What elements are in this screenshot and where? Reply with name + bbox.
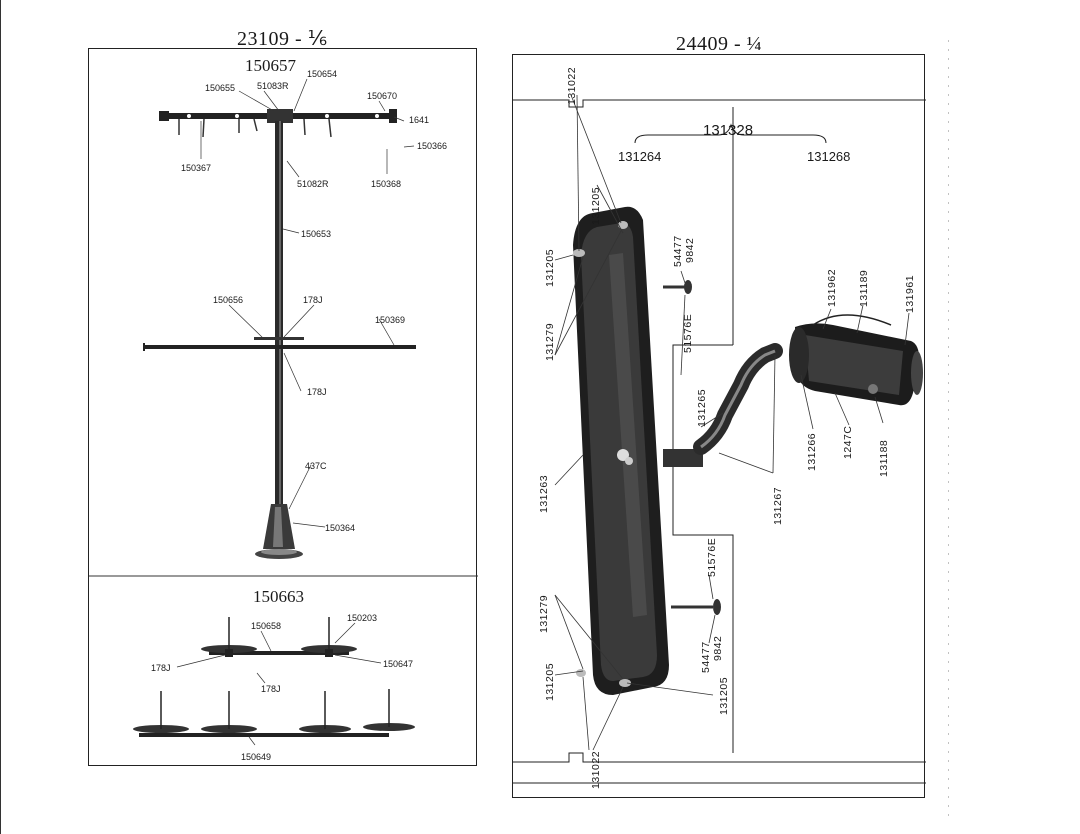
right-leader-lines xyxy=(554,94,910,751)
label-51083r: 51083R xyxy=(257,81,289,91)
label-1641: 1641 xyxy=(409,115,429,125)
label-178j-lower-center: 178J xyxy=(261,684,281,694)
label-150364: 150364 xyxy=(325,523,355,533)
spool-stand-middle-bar xyxy=(143,337,416,351)
label-131022-bottom: 131022 xyxy=(590,751,602,789)
label-150649: 150649 xyxy=(241,752,271,762)
label-51576e-upper: 51576E xyxy=(682,314,694,353)
four-spool-bar xyxy=(133,689,415,737)
left-figure-panel: 150655 51083R 150654 150670 1641 150366 … xyxy=(88,48,478,766)
label-131962: 131962 xyxy=(826,269,838,307)
label-131205-upper: 131205 xyxy=(590,187,602,225)
label-150369: 150369 xyxy=(375,315,405,325)
assembly-brace xyxy=(634,123,827,144)
label-150203: 150203 xyxy=(347,613,377,623)
label-150367: 150367 xyxy=(181,163,211,173)
label-131266: 131266 xyxy=(806,433,818,471)
label-131279-upper: 131279 xyxy=(544,323,556,361)
label-150368: 150368 xyxy=(371,179,401,189)
label-131263: 131263 xyxy=(538,475,550,513)
label-131205-right-lower: 131205 xyxy=(718,677,730,715)
label-9842-lower: 9842 xyxy=(712,636,724,661)
label-178j-middle: 178J xyxy=(307,387,327,397)
lower-part-number: 150663 xyxy=(253,587,304,606)
page-edge xyxy=(0,0,1,834)
label-51576e-lower: 51576E xyxy=(706,538,718,577)
label-131189: 131189 xyxy=(858,270,870,307)
spool-stand-crossbar xyxy=(159,109,397,138)
label-178j-lower-left: 178J xyxy=(151,663,171,673)
label-54477-upper: 54477 xyxy=(672,235,684,267)
label-150670: 150670 xyxy=(367,91,397,101)
label-131205-left-lower: 131205 xyxy=(544,663,556,701)
left-figure-title: 23109 - ⅙ xyxy=(237,28,328,50)
right-figure-panel: 131328 131264 131268 xyxy=(512,54,926,798)
label-9842-upper: 9842 xyxy=(684,238,696,263)
stand-part-number: 150657 xyxy=(245,56,297,75)
screw-upper xyxy=(663,280,692,294)
label-51082r: 51082R xyxy=(297,179,329,189)
stand-leader-lines xyxy=(200,78,415,528)
assembly-number: 131328 xyxy=(703,122,753,139)
screw-lower xyxy=(671,599,721,615)
lower-leader-lines xyxy=(176,622,382,746)
right-figure-drawing: 131328 131264 131268 xyxy=(513,67,926,789)
label-1247c: 1247C xyxy=(842,426,854,459)
oil-filter xyxy=(789,314,923,406)
label-150653: 150653 xyxy=(301,229,331,239)
right-figure-title: 24409 - ¼ xyxy=(676,33,763,55)
label-150658: 150658 xyxy=(251,621,281,631)
oil-pan xyxy=(573,206,669,695)
label-150366: 150366 xyxy=(417,141,447,151)
label-131188: 131188 xyxy=(878,440,890,477)
label-131961: 131961 xyxy=(904,275,916,313)
spool-stand-base xyxy=(255,504,303,559)
label-131265: 131265 xyxy=(696,389,708,427)
label-54477-lower: 54477 xyxy=(700,641,712,673)
label-131022-top: 131022 xyxy=(566,67,578,105)
left-figure-drawing: 150655 51083R 150654 150670 1641 150366 … xyxy=(89,56,478,762)
label-131205-left-upper: 131205 xyxy=(544,249,556,287)
label-178j-upper: 178J xyxy=(303,295,323,305)
label-131267: 131267 xyxy=(772,487,784,525)
label-150655: 150655 xyxy=(205,83,235,93)
label-437c: 437C xyxy=(305,461,327,471)
label-150656: 150656 xyxy=(213,295,243,305)
label-131264: 131264 xyxy=(618,149,661,164)
two-spool-bar xyxy=(201,617,357,657)
oil-pipe xyxy=(663,343,783,467)
label-131279-lower: 131279 xyxy=(538,595,550,633)
label-131268: 131268 xyxy=(807,149,850,164)
label-150647: 150647 xyxy=(383,659,413,669)
label-150654: 150654 xyxy=(307,69,337,79)
scan-margin-dots xyxy=(948,40,949,820)
